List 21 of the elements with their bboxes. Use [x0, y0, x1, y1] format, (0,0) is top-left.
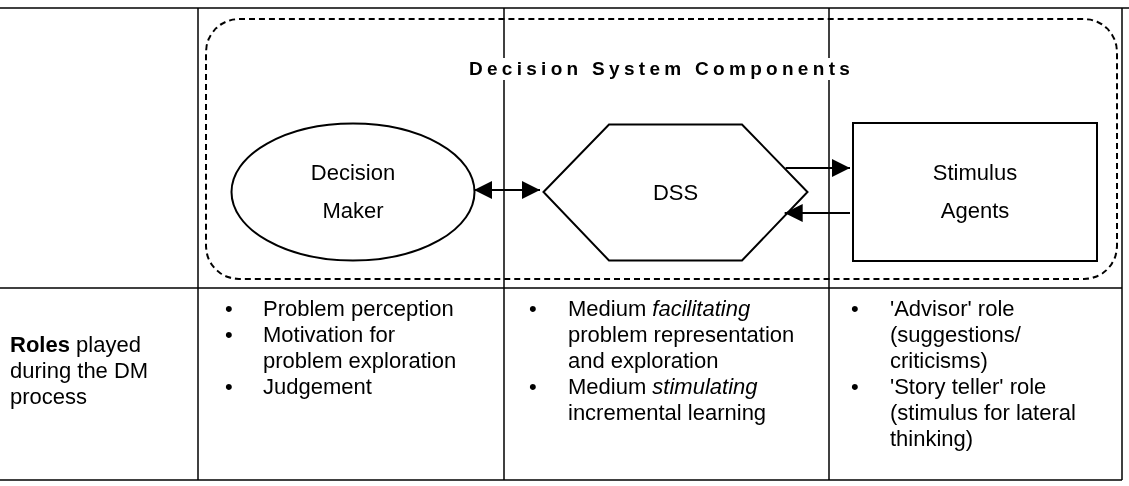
- bullet-marker: •: [851, 374, 859, 400]
- bullet-marker: •: [225, 374, 233, 400]
- bullet-text: Judgement: [263, 374, 373, 400]
- row-header-text: Roles played during the DM process: [10, 332, 150, 410]
- bullet-text: Motivation for problem exploration: [263, 322, 458, 374]
- arrow: [784, 159, 851, 177]
- bullet-marker: •: [529, 296, 537, 322]
- bullet-marker: •: [225, 322, 233, 348]
- bullet-text: Problem perception: [263, 296, 455, 322]
- bullet-marker: •: [851, 296, 859, 322]
- bullet-text: 'Story teller' role (stimulus for lateral thinking): [890, 374, 1077, 452]
- ellipse-node: Decision Maker: [230, 122, 476, 262]
- bullet-marker: •: [529, 374, 537, 400]
- arrow: [783, 204, 851, 222]
- dashed-group-box: [205, 18, 1118, 280]
- arrow: [473, 181, 541, 199]
- hexagon-node: DSS: [542, 123, 809, 262]
- bullet-marker: •: [225, 296, 233, 322]
- process-box: Stimulus Agents: [852, 122, 1098, 262]
- bullet-text: 'Advisor' role (suggestions/ criticisms): [890, 296, 1022, 374]
- bullet-text: Medium stimulating incremental learning: [568, 374, 768, 426]
